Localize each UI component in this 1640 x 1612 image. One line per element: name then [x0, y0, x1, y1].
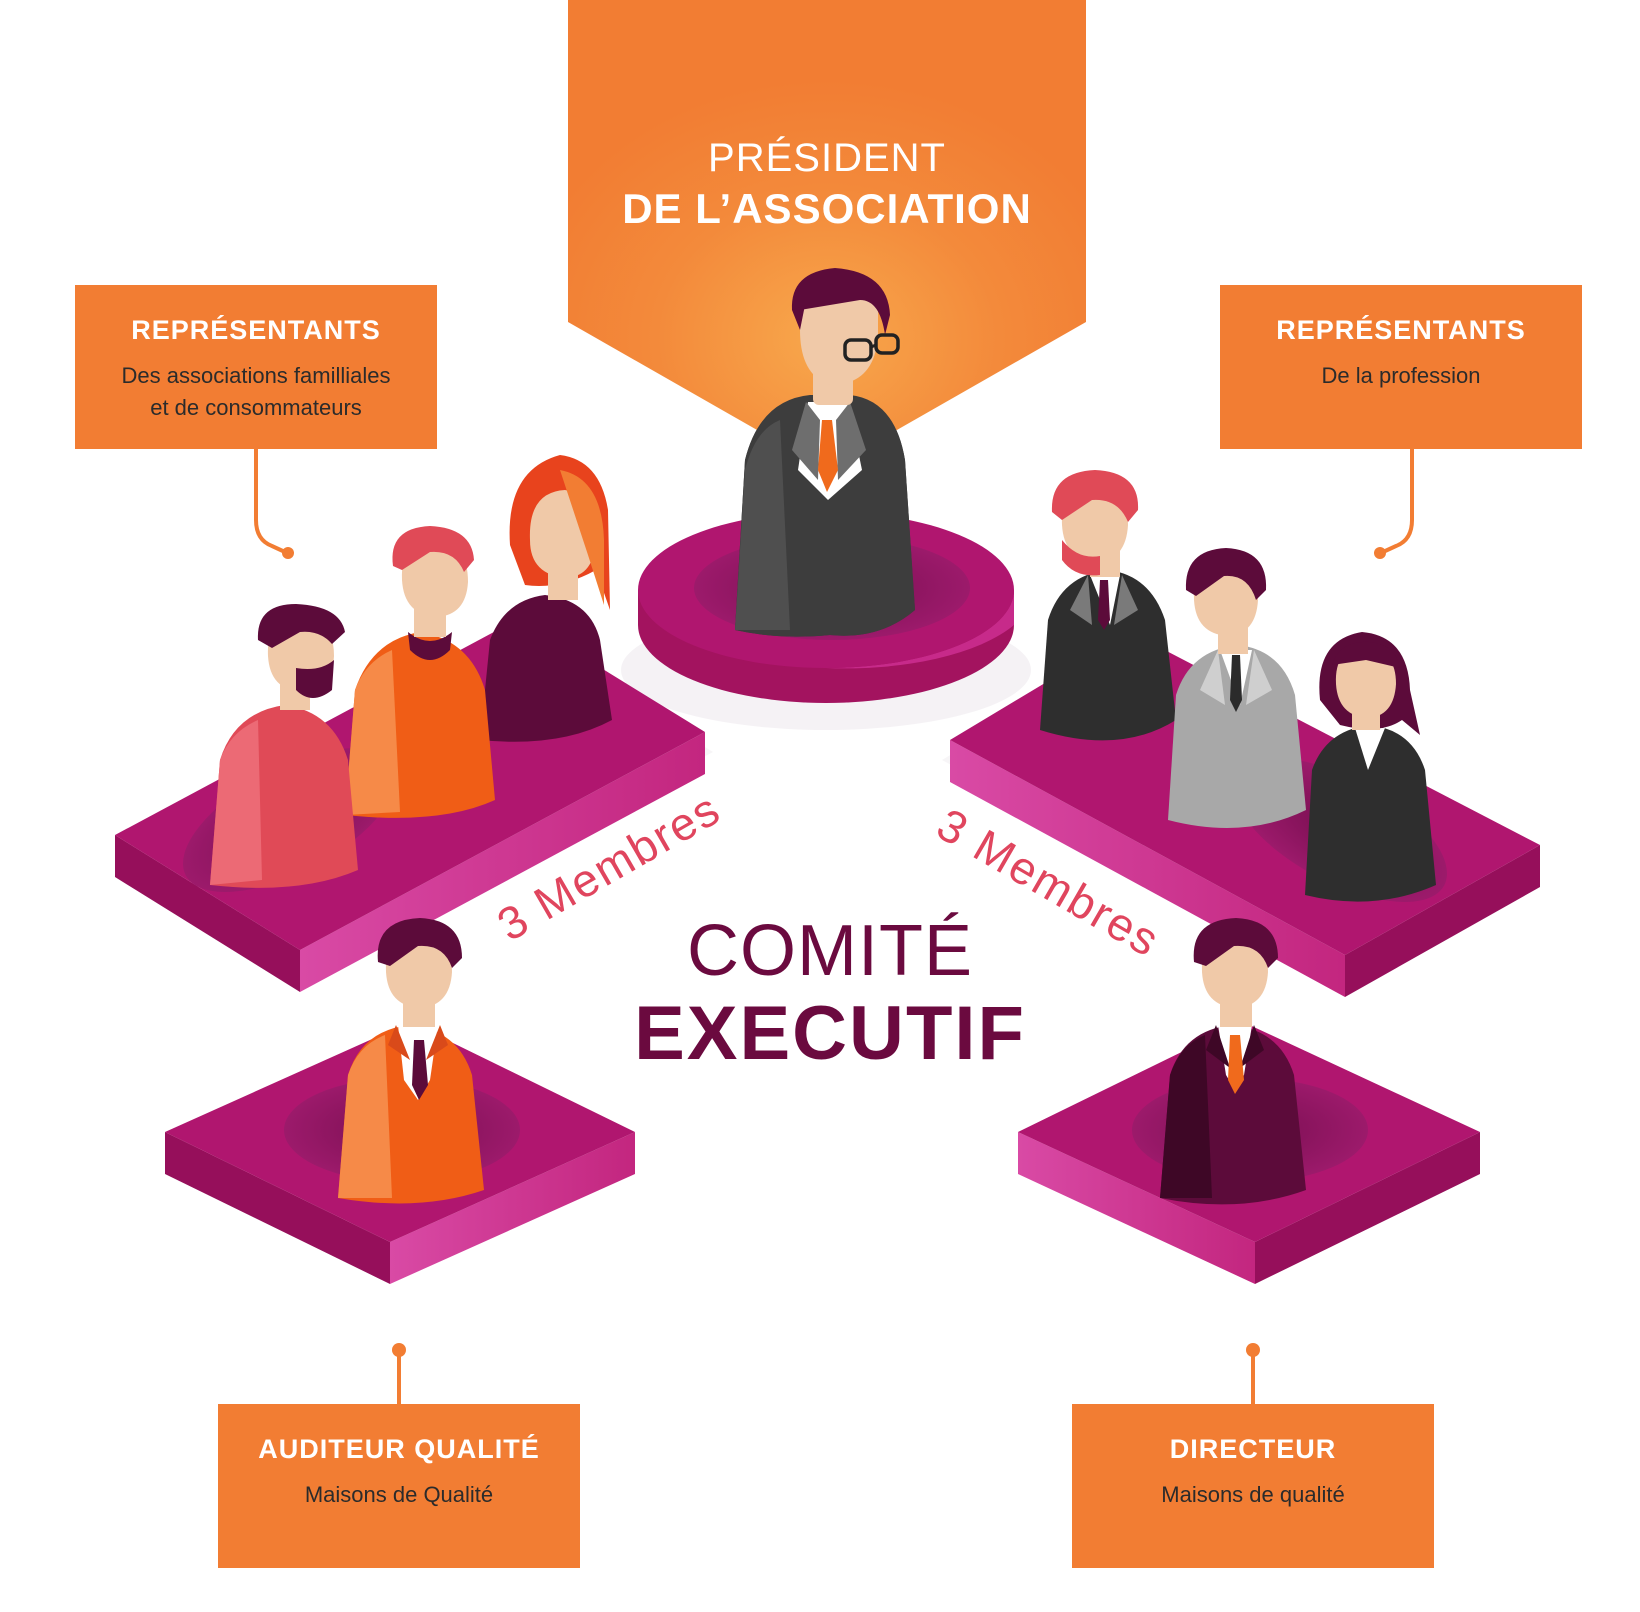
box-description-line1: Des associations familliales — [121, 363, 391, 388]
president-title-line2: DE L’ASSOCIATION — [622, 185, 1032, 232]
box-representants-families: REPRÉSENTANTS Des associations famillial… — [75, 285, 437, 449]
professional-person-icon — [1040, 470, 1436, 902]
connector-top-left — [254, 449, 286, 554]
connector-top-right — [1382, 449, 1414, 554]
connector-dot-top-left — [282, 547, 294, 559]
box-description: Des associations familliales et de conso… — [75, 360, 437, 424]
president-title-line1: PRÉSIDENT — [708, 136, 946, 180]
box-description-line1: Maisons de Qualité — [304, 1482, 494, 1507]
connector-dot-top-right — [1374, 547, 1386, 559]
box-title: AUDITEUR QUALITÉ — [258, 1434, 540, 1464]
box-description-line1: De la profession — [1321, 363, 1481, 388]
box-title: REPRÉSENTANTS — [1276, 315, 1526, 345]
box-title: DIRECTEUR — [1169, 1434, 1337, 1464]
director-person-icon — [1160, 918, 1306, 1205]
auditor-person-icon — [338, 918, 484, 1204]
box-description-line2: et de consommateurs — [150, 395, 362, 420]
box-title: REPRÉSENTANTS — [131, 315, 381, 345]
connector-dot-bottom-right — [1246, 1343, 1260, 1357]
committee-title-line1: COMITÉ — [687, 911, 973, 991]
box-representants-profession: REPRÉSENTANTS De la profession — [1220, 285, 1582, 449]
box-description: Maisons de Qualité — [218, 1479, 580, 1511]
box-auditeur-qualite: AUDITEUR QUALITÉ Maisons de Qualité — [218, 1404, 580, 1568]
committee-title-line2: EXECUTIF — [634, 991, 1026, 1076]
box-description: De la profession — [1220, 360, 1582, 392]
connector-dot-bottom-left — [392, 1343, 406, 1357]
box-directeur: DIRECTEUR Maisons de qualité — [1072, 1404, 1434, 1568]
box-description: Maisons de qualité — [1072, 1479, 1434, 1511]
box-description-line1: Maisons de qualité — [1161, 1482, 1345, 1507]
citizen-person-icon — [210, 455, 612, 888]
